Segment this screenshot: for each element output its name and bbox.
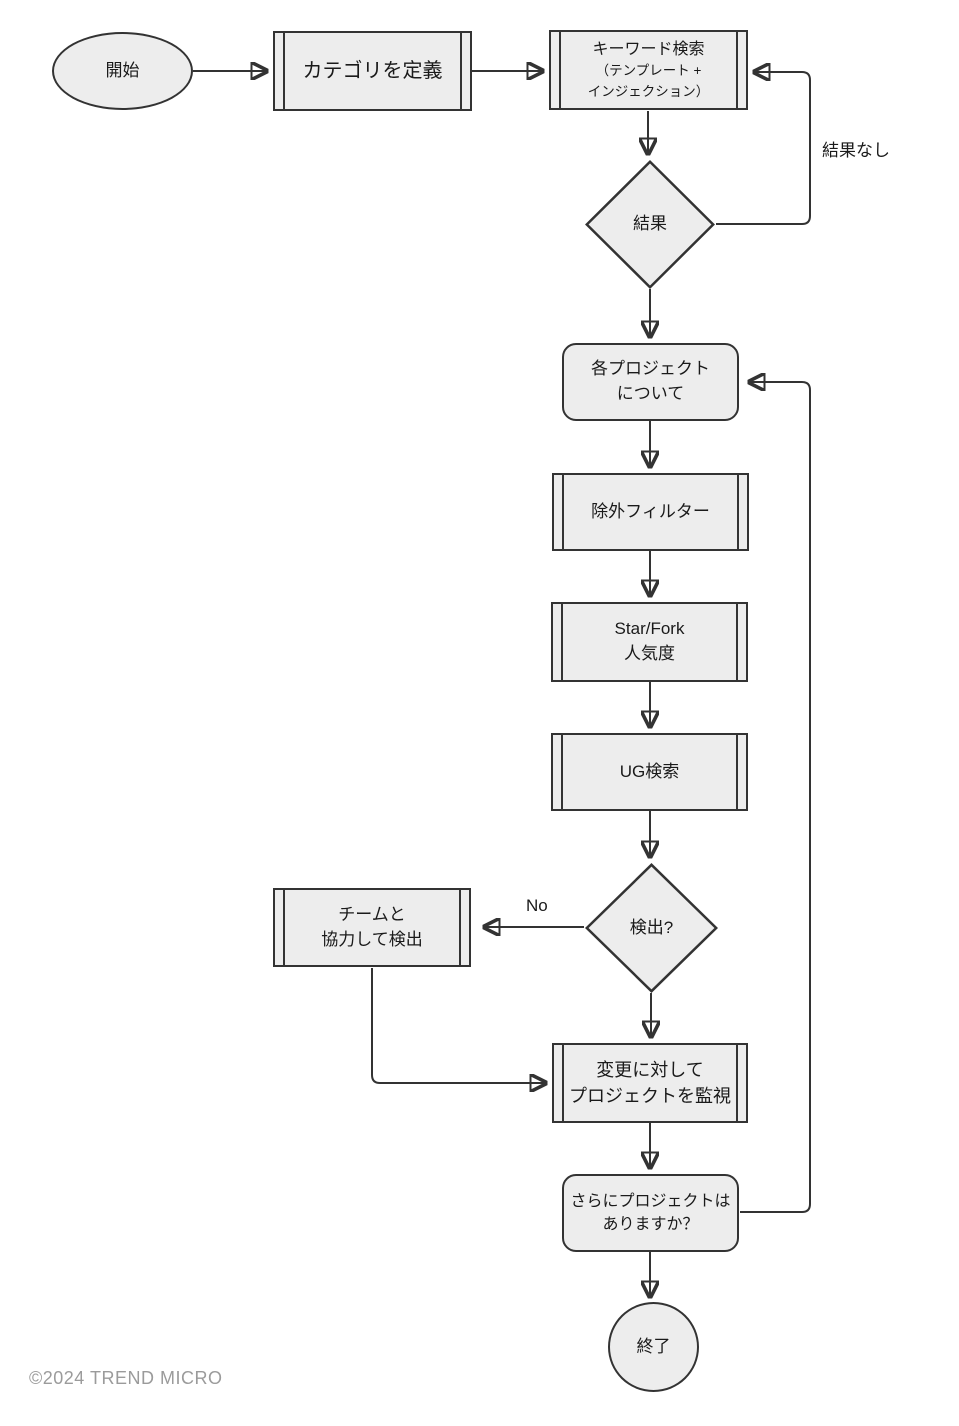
node-label: 各プロジェクト について — [591, 359, 710, 403]
node-label: 除外フィルター — [591, 501, 710, 521]
node-label: さらにプロジェクトは ありますか？ — [570, 1192, 731, 1233]
node-label: 検出? — [629, 917, 674, 937]
node-monitor-changes: 変更に対して プロジェクトを監視 — [552, 1043, 748, 1123]
node-keyword-search: キーワード検索 （テンプレート + インジェクション） — [549, 30, 748, 110]
edge-label-no: No — [526, 896, 548, 915]
node-ug-search: UG検索 — [551, 733, 748, 811]
node-for-each-project: 各プロジェクト について — [562, 343, 739, 421]
node-label: 終了 — [636, 1336, 671, 1356]
edge-label-no-results: 結果なし — [822, 141, 890, 160]
node-more-projects: さらにプロジェクトは ありますか？ — [562, 1174, 739, 1252]
node-detected: 検出? — [585, 863, 718, 993]
node-start: 開始 — [52, 32, 193, 110]
edge-results-no-results-loop — [716, 72, 811, 225]
edge-team-to-monitor — [371, 968, 545, 1083]
node-subtitle: （テンプレート + インジェクション） — [587, 63, 710, 99]
node-end: 終了 — [608, 1302, 699, 1392]
diamond-shape — [585, 160, 715, 289]
node-label: チームと 協力して検出 — [321, 904, 423, 949]
node-define-categories: カテゴリを定義 — [273, 31, 472, 111]
node-label: カテゴリを定義 — [302, 59, 443, 82]
node-label: 変更に対して プロジェクトを監視 — [569, 1059, 731, 1106]
node-label: UG検索 — [619, 761, 680, 781]
node-label: 開始 — [105, 60, 140, 80]
node-results: 結果 — [585, 160, 715, 289]
node-team-detect: チームと 協力して検出 — [273, 888, 471, 967]
diamond-shape — [585, 863, 718, 993]
node-label: Star/Fork 人気度 — [614, 619, 685, 663]
node-label: キーワード検索 （テンプレート + インジェクション） — [588, 15, 710, 125]
node-label: 結果 — [633, 214, 667, 234]
copyright-text: ©2024 TREND MICRO — [29, 1368, 223, 1388]
node-title: キーワード検索 — [592, 41, 705, 59]
node-star-fork-popularity: Star/Fork 人気度 — [551, 602, 748, 682]
node-exclusion-filter: 除外フィルター — [552, 473, 749, 551]
edge-more-loop-to-foreach — [740, 382, 811, 1213]
